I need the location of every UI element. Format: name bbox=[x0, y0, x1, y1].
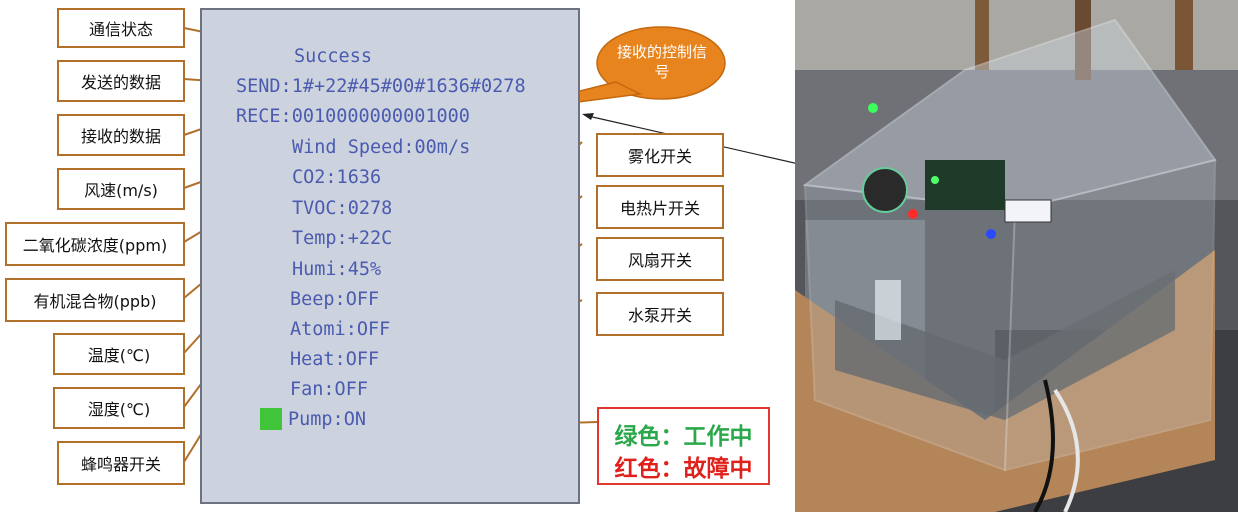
callout-text: 接收的控制信号 bbox=[617, 43, 708, 81]
label-beep-switch: 蜂鸣器开关 bbox=[57, 441, 185, 485]
lcd-fan: Fan:OFF bbox=[290, 379, 368, 400]
lcd-pump: Pump:ON bbox=[288, 409, 366, 430]
callout-bubble bbox=[596, 26, 726, 100]
label-co2: 二氧化碳浓度(ppm) bbox=[5, 222, 185, 266]
label-pump-switch: 水泵开关 bbox=[596, 292, 724, 336]
lcd-heat: Heat:OFF bbox=[290, 349, 380, 370]
legend-green: 绿色：工作中 bbox=[614, 423, 753, 450]
lcd-temp: Temp:+22C bbox=[292, 228, 393, 249]
lcd-send: SEND:1#+22#45#00#1636#0278 bbox=[236, 76, 526, 97]
label-sent-data: 发送的数据 bbox=[57, 60, 185, 102]
status-legend: 绿色：工作中 红色：故障中 bbox=[597, 407, 770, 485]
lcd-wind: Wind Speed:00m/s bbox=[292, 137, 471, 158]
label-tvoc: 有机混合物(ppb) bbox=[5, 278, 185, 322]
label-heater-switch: 电热片开关 bbox=[596, 185, 724, 229]
label-comm-status: 通信状态 bbox=[57, 8, 185, 48]
lcd-beep: Beep:OFF bbox=[290, 289, 380, 310]
lcd-screen: Success SEND:1#+22#45#00#1636#0278 RECE:… bbox=[200, 8, 580, 504]
lcd-status: Success bbox=[294, 46, 372, 67]
lcd-tvoc: TVOC:0278 bbox=[292, 198, 393, 219]
lcd-co2: CO2:1636 bbox=[292, 167, 382, 188]
legend-red: 红色：故障中 bbox=[614, 455, 753, 482]
label-fan-switch: 风扇开关 bbox=[596, 237, 724, 281]
label-received-data: 接收的数据 bbox=[57, 114, 185, 156]
label-atomizer-switch: 雾化开关 bbox=[596, 133, 724, 177]
device-photo bbox=[795, 0, 1238, 512]
label-humidity: 湿度(℃) bbox=[53, 387, 185, 429]
label-wind-speed: 风速(m/s) bbox=[57, 168, 185, 210]
lcd-humi: Humi:45% bbox=[292, 259, 382, 280]
status-indicator-green bbox=[260, 408, 282, 430]
label-temperature: 温度(℃) bbox=[53, 333, 185, 375]
lcd-atomi: Atomi:OFF bbox=[290, 319, 391, 340]
lcd-rece: RECE:0010000000001000 bbox=[236, 106, 470, 127]
